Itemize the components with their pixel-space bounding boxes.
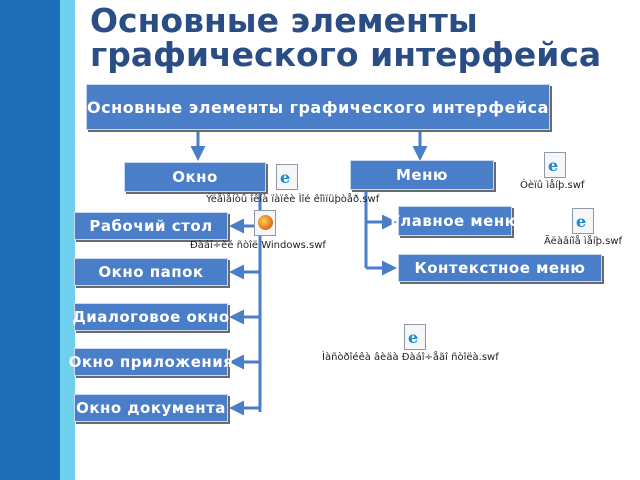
file-menu-types[interactable]: Òèïû ìåíþ.swf [520, 180, 585, 191]
file-main-menu[interactable]: Ãëàâíîå ìåíþ.swf [544, 236, 623, 247]
folder-window-box: Окно папок [74, 258, 228, 286]
sidebar-strip-light [60, 0, 75, 480]
swf-file-icon[interactable]: e [572, 208, 594, 234]
sidebar-strip-dark [0, 0, 60, 480]
file-desktop[interactable]: Ðàáî÷èé ñòîë Windows.swf [190, 240, 326, 251]
menu-box: Меню [350, 160, 494, 190]
main-menu-box: Главное меню [390, 206, 519, 236]
dialog-window-box: Диалоговое окно [72, 303, 229, 331]
firefox-file-icon[interactable] [254, 210, 276, 236]
app-window-box: Окно приложения [69, 348, 233, 376]
main-elements-box: Основные элементы графического интерфейс… [86, 84, 550, 130]
slide-title: Основные элементы графического интерфейс… [90, 1, 602, 74]
context-menu-box: Контекстное меню [398, 254, 602, 282]
swf-file-icon[interactable]: e [544, 152, 566, 178]
desktop-box: Рабочий стол [74, 212, 228, 240]
window-box: Окно [124, 162, 266, 192]
swf-file-icon[interactable]: e [276, 164, 298, 190]
file-window-elements[interactable]: Ýëåìåíòû îêíà ïàïêè Ìîé êîìïüþòåð.swf [206, 194, 380, 205]
swf-file-icon[interactable]: e [404, 324, 426, 350]
document-window-box: Окно документа [74, 394, 228, 422]
file-dialog[interactable]: Ìàñòðîéêà âèäà Ðàáî÷åãî ñòîëà.swf [322, 352, 499, 363]
